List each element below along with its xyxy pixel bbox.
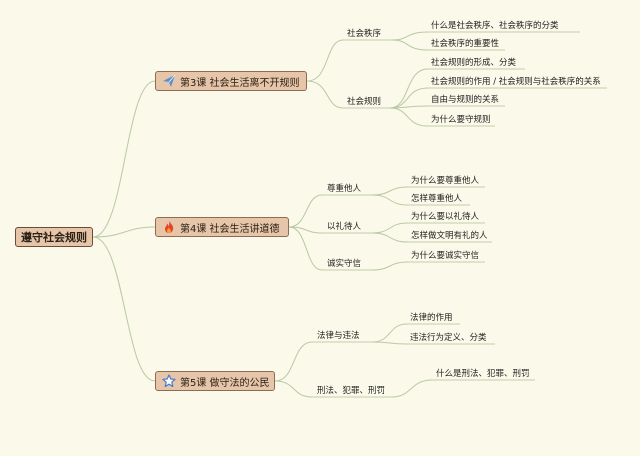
topic-criminal-law[interactable]: 刑法、犯罪、刑罚 bbox=[317, 386, 386, 396]
leaf-item[interactable]: 自由与规则的关系 bbox=[431, 95, 500, 105]
connector-l4-honesty bbox=[288, 226, 323, 271]
connector-root-lesson3 bbox=[92, 80, 156, 238]
connector-root-lesson5 bbox=[92, 236, 156, 382]
star-icon bbox=[162, 374, 176, 388]
root-node[interactable]: 遵守社会规则 bbox=[15, 227, 93, 247]
connector-l4-respect bbox=[288, 194, 323, 228]
leaf-item[interactable]: 为什么要以礼待人 bbox=[411, 212, 480, 222]
connector-l3-order bbox=[306, 39, 344, 82]
connector-root-lesson4 bbox=[92, 226, 156, 238]
topic-courtesy[interactable]: 以礼待人 bbox=[327, 222, 362, 232]
leaf-item[interactable]: 什么是社会秩序、社会秩序的分类 bbox=[431, 21, 559, 31]
leaf-item[interactable]: 为什么要尊重他人 bbox=[411, 176, 480, 186]
topic-social-rules[interactable]: 社会规则 bbox=[347, 97, 382, 107]
root-label: 遵守社会规则 bbox=[21, 231, 87, 244]
lesson-5-label: 第5课 做守法的公民 bbox=[180, 377, 270, 389]
topic-honesty[interactable]: 诚实守信 bbox=[327, 259, 362, 269]
connector-l4-courtesy bbox=[288, 226, 323, 234]
flame-icon bbox=[162, 220, 176, 234]
paper-plane-icon bbox=[162, 74, 176, 88]
lesson-3-node[interactable]: 第3课 社会生活离不开规则 bbox=[155, 71, 307, 91]
leaf-item[interactable]: 违法行为定义、分类 bbox=[410, 333, 487, 343]
topic-law-violation[interactable]: 法律与违法 bbox=[317, 331, 360, 341]
lesson-5-node[interactable]: 第5课 做守法的公民 bbox=[155, 371, 275, 391]
connector-l5-law bbox=[274, 341, 313, 382]
leaf-item[interactable]: 社会规则的作用 / 社会规则与社会秩序的关系 bbox=[431, 77, 601, 87]
leaf-item[interactable]: 为什么要诚实守信 bbox=[411, 251, 480, 261]
connector-l3-rules bbox=[306, 80, 344, 109]
leaf-item[interactable]: 法律的作用 bbox=[410, 313, 453, 323]
lesson-3-label: 第3课 社会生活离不开规则 bbox=[180, 77, 300, 89]
topic-social-order[interactable]: 社会秩序 bbox=[347, 29, 382, 39]
leaf-item[interactable]: 社会秩序的重要性 bbox=[431, 39, 500, 49]
connector-l5-criminal bbox=[274, 380, 313, 398]
leaf-item[interactable]: 什么是刑法、犯罪、刑罚 bbox=[436, 369, 530, 379]
lesson-4-node[interactable]: 第4课 社会生活讲道德 bbox=[155, 217, 289, 237]
topic-respect-others[interactable]: 尊重他人 bbox=[327, 184, 362, 194]
leaf-item[interactable]: 怎样做文明有礼的人 bbox=[411, 231, 488, 241]
leaf-item[interactable]: 社会规则的形成、分类 bbox=[431, 58, 517, 68]
leaf-item[interactable]: 怎样尊重他人 bbox=[411, 194, 463, 204]
leaf-item[interactable]: 为什么要守规则 bbox=[431, 115, 491, 125]
lesson-4-label: 第4课 社会生活讲道德 bbox=[180, 223, 280, 235]
